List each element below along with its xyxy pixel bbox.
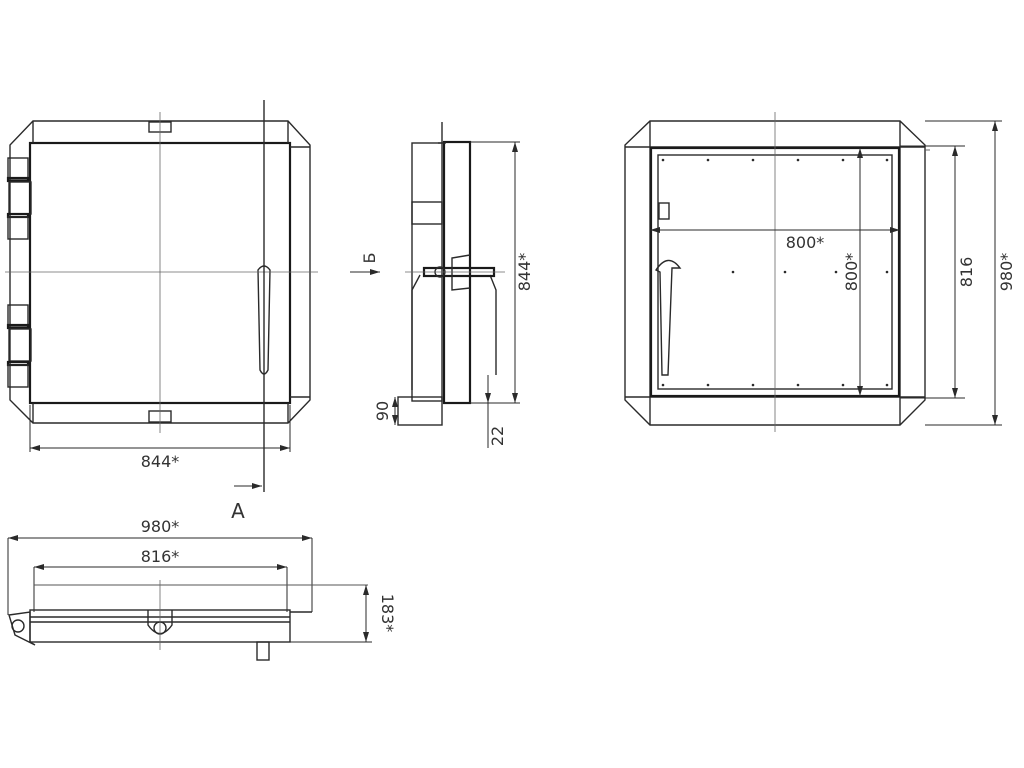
side-view <box>350 122 520 448</box>
offset-dim: 22 <box>488 426 507 446</box>
flange-dim: 90 <box>373 401 392 421</box>
hinge-pin-icon <box>11 619 25 633</box>
view-marker-b: Б <box>360 253 379 264</box>
rear-frame-height-dim: 816 <box>957 257 976 288</box>
bolt-icon <box>256 641 270 661</box>
hinge-icon <box>6 157 32 240</box>
rear-inner-width-dim: 800* <box>786 233 825 252</box>
rear-inner-height-dim: 800* <box>842 253 861 292</box>
handle-icon <box>257 265 271 375</box>
rear-outer-height-dim: 980* <box>997 253 1016 292</box>
top-view <box>7 535 372 661</box>
side-height-dim: 844* <box>515 253 534 292</box>
front-width-dim: 844* <box>141 452 180 471</box>
rear-view <box>624 112 1002 432</box>
latch-icon <box>658 202 670 220</box>
front-view <box>5 100 318 492</box>
top-outer-width-dim: 980* <box>141 517 180 536</box>
top-depth-dim: 183* <box>378 594 397 633</box>
hinge-icon <box>6 304 32 388</box>
rivets <box>661 158 889 387</box>
handle-icon <box>654 259 682 376</box>
top-frame-width-dim: 816* <box>141 547 180 566</box>
section-marker-a: A <box>231 499 245 523</box>
